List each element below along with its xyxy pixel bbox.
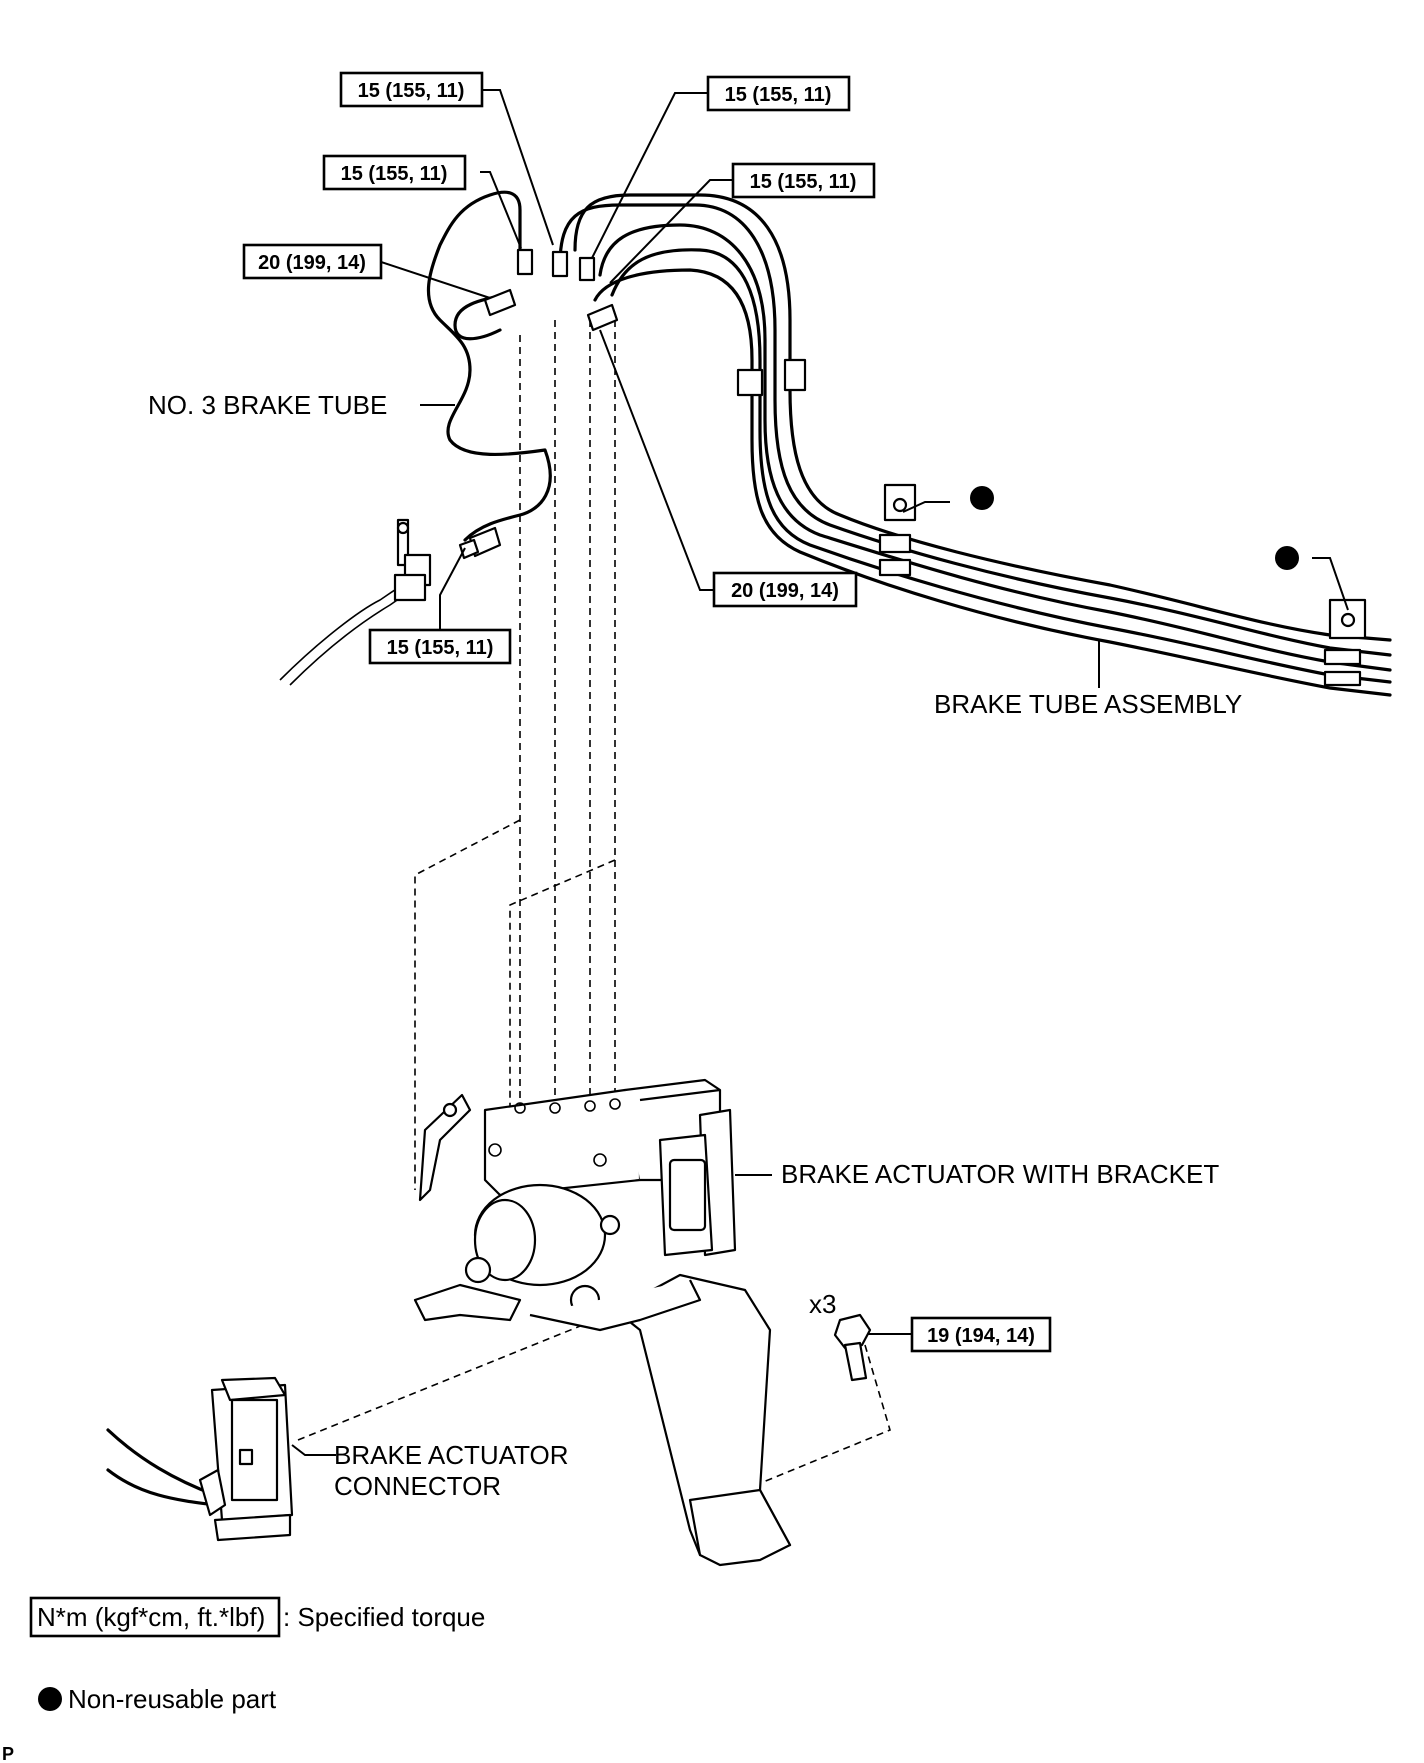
label-brake-actuator-connector-line2: CONNECTOR bbox=[334, 1471, 501, 1501]
brake-actuator-connector bbox=[106, 1376, 294, 1542]
svg-text:20 (199, 14): 20 (199, 14) bbox=[731, 580, 839, 602]
svg-text:15 (155, 11): 15 (155, 11) bbox=[341, 163, 448, 185]
torque-box: 15 (155, 11) bbox=[731, 162, 876, 199]
torque-box: 15 (155, 11) bbox=[368, 628, 512, 665]
tube-fittings bbox=[483, 248, 619, 332]
non-reusable-marker bbox=[970, 486, 994, 510]
label-brake-tube-assembly: BRAKE TUBE ASSEMBLY bbox=[934, 689, 1242, 719]
legend-torque-units: N*m (kgf*cm, ft.*lbf) bbox=[37, 1602, 265, 1632]
torque-box: 20 (199, 14) bbox=[242, 243, 383, 280]
label-no3-brake-tube: NO. 3 BRAKE TUBE bbox=[148, 390, 387, 420]
legend-non-reusable-text: Non-reusable part bbox=[68, 1684, 277, 1714]
legend-torque: N*m (kgf*cm, ft.*lbf) : Specified torque bbox=[29, 1596, 485, 1638]
svg-text:15 (155, 11): 15 (155, 11) bbox=[358, 80, 465, 102]
torque-box: 15 (155, 11) bbox=[339, 71, 484, 108]
bolt bbox=[833, 1313, 872, 1382]
torque-box: 20 (199, 14) bbox=[712, 571, 858, 608]
svg-text:15 (155, 11): 15 (155, 11) bbox=[725, 84, 832, 106]
torque-box: 19 (194, 14) bbox=[910, 1316, 1052, 1353]
alignment-lines bbox=[297, 320, 891, 1511]
no3-brake-tube bbox=[279, 190, 552, 686]
torque-box: 15 (155, 11) bbox=[706, 75, 851, 112]
legend-torque-desc: : Specified torque bbox=[283, 1602, 485, 1632]
svg-text:19 (194, 14): 19 (194, 14) bbox=[927, 1325, 1035, 1347]
brake-actuator bbox=[413, 1078, 792, 1567]
label-brake-actuator-with-bracket: BRAKE ACTUATOR WITH BRACKET bbox=[781, 1159, 1219, 1189]
svg-text:15 (155, 11): 15 (155, 11) bbox=[387, 637, 494, 659]
label-bolt-quantity: x3 bbox=[809, 1289, 836, 1319]
corner-mark: P bbox=[2, 1744, 14, 1763]
svg-text:20 (199, 14): 20 (199, 14) bbox=[258, 252, 366, 274]
non-reusable-icon bbox=[38, 1687, 62, 1711]
svg-text:15 (155, 11): 15 (155, 11) bbox=[750, 171, 857, 193]
brake-tube-assembly bbox=[558, 193, 1392, 697]
leader-lines bbox=[291, 89, 1349, 1456]
non-reusable-marker bbox=[1275, 546, 1299, 570]
torque-box: 15 (155, 11) bbox=[322, 154, 467, 191]
legend-non-reusable: Non-reusable part bbox=[38, 1684, 277, 1714]
label-brake-actuator-connector: BRAKE ACTUATOR bbox=[334, 1440, 569, 1470]
